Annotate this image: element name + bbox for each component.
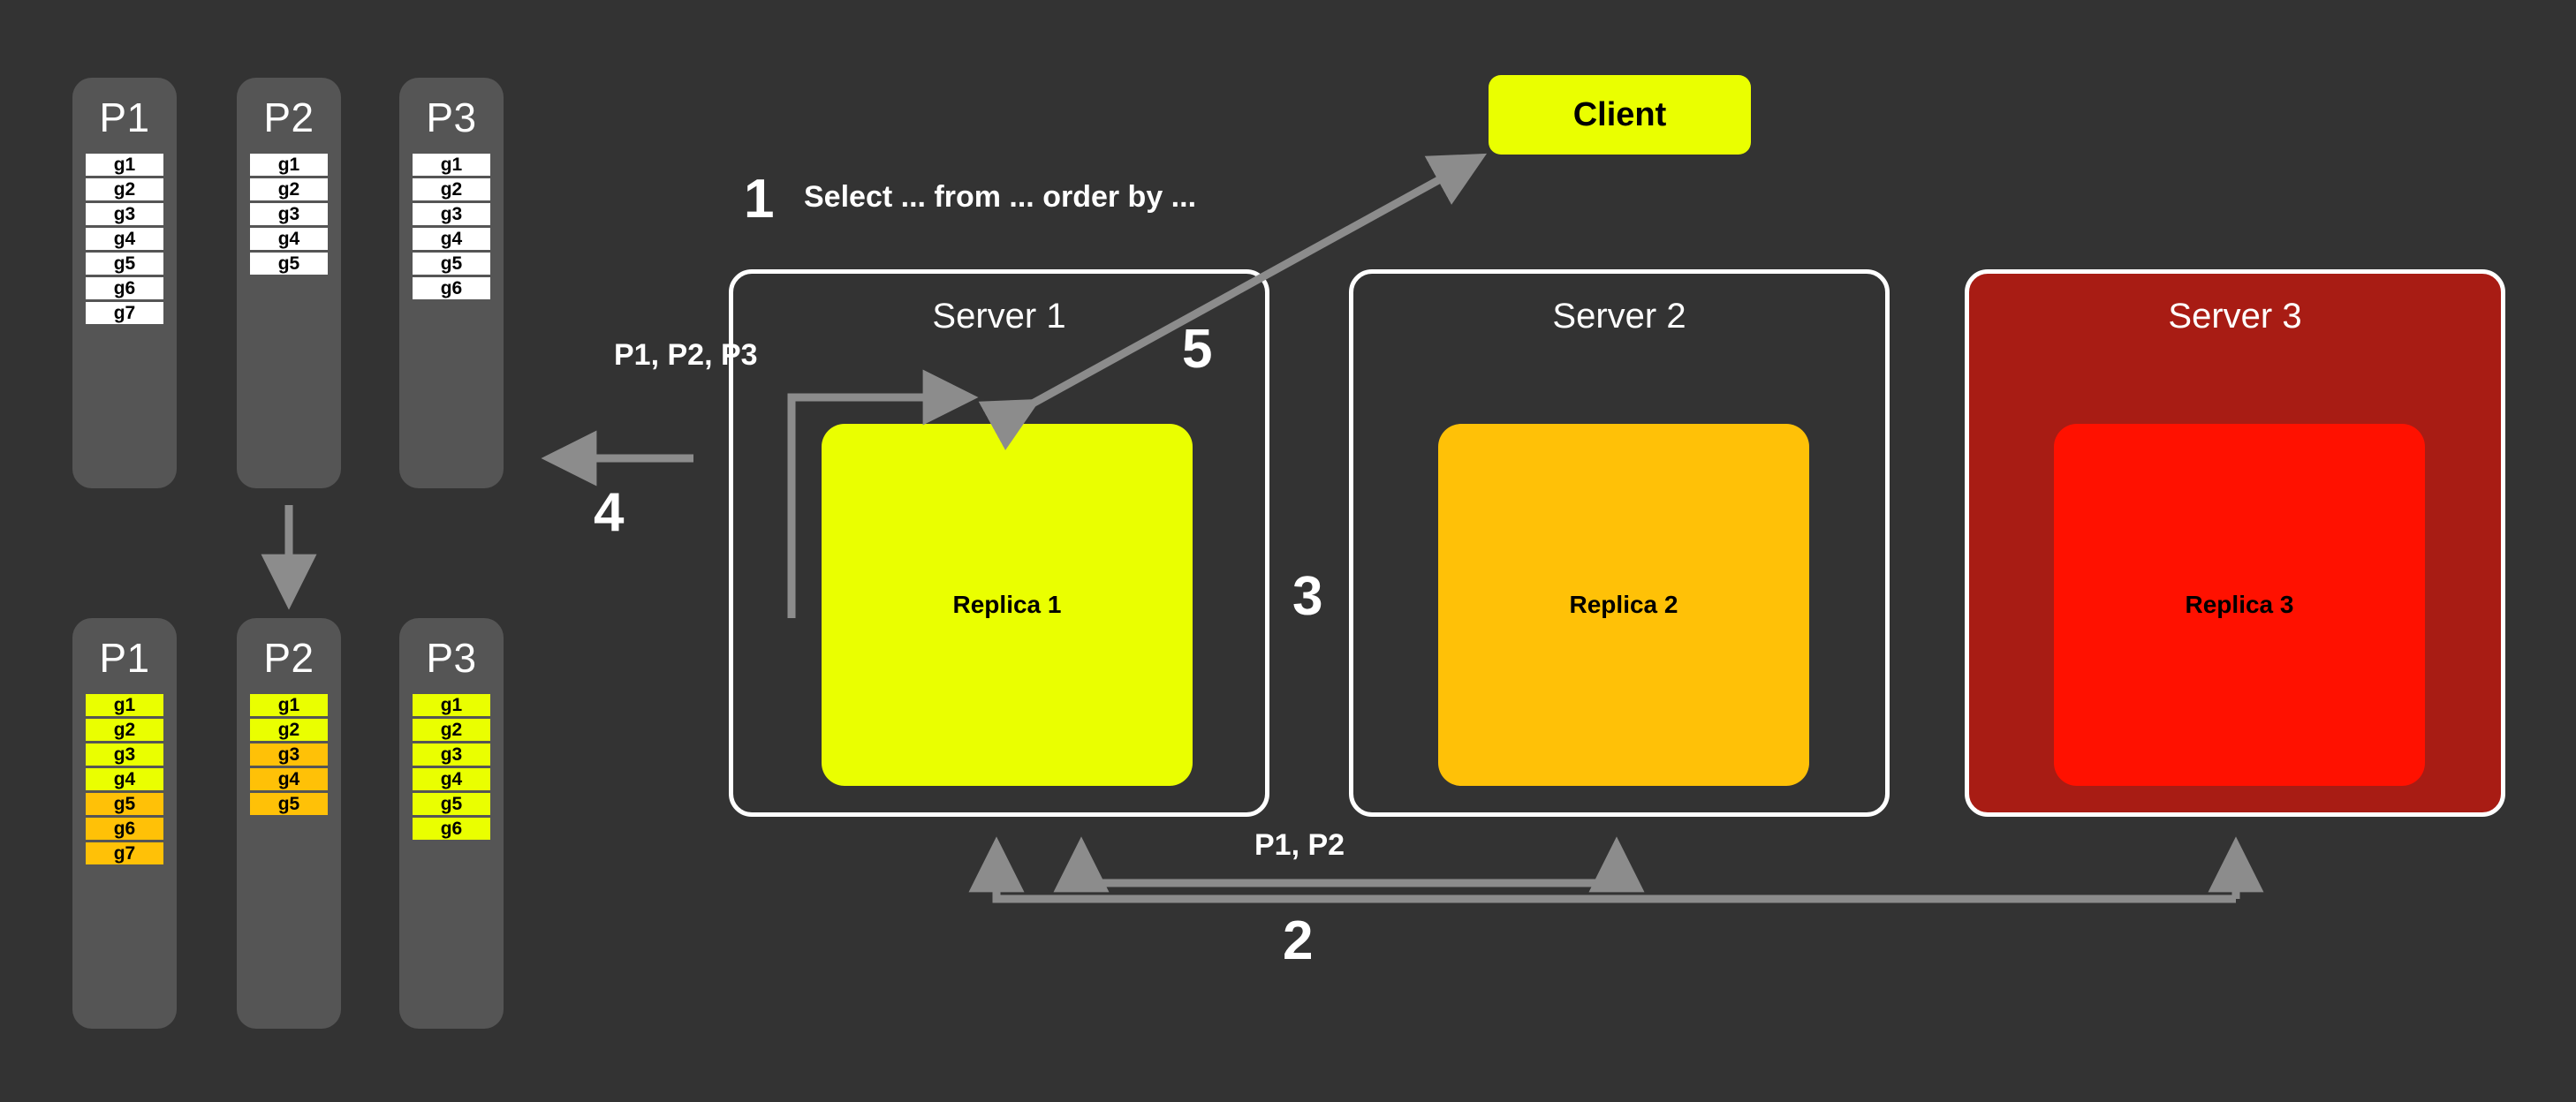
query-text: Select ... from ... order by ... xyxy=(804,180,1197,214)
client-label: Client xyxy=(1572,95,1667,133)
arrow-step-2-server3-to-server1 xyxy=(968,836,2236,903)
partition-cell: g7 xyxy=(86,842,163,864)
replica-2-box[interactable]: Replica 2 xyxy=(1438,424,1809,786)
step-number-4: 4 xyxy=(594,482,625,543)
partition-cell: g2 xyxy=(413,178,490,200)
partitions-bottom-label: P1, P2 xyxy=(1254,828,1345,862)
step-number-2: 2 xyxy=(1283,910,1314,971)
partition-cell: g1 xyxy=(250,694,328,716)
replica-3-label: Replica 3 xyxy=(2185,591,2294,618)
server-3-title: Server 3 xyxy=(2168,297,2302,336)
partition-cell: g2 xyxy=(250,178,328,200)
step-number-3: 3 xyxy=(1292,566,1323,627)
partition-cell: g4 xyxy=(86,228,163,250)
client-box[interactable]: Client xyxy=(1489,75,1751,155)
step-number-1: 1 xyxy=(744,169,775,230)
partition-cell: g6 xyxy=(413,277,490,299)
partition-title: P3 xyxy=(426,94,477,140)
partition-cell: g5 xyxy=(86,793,163,815)
partitions-to-server1-label: P1, P2, P3 xyxy=(614,338,758,372)
partition-cell: g6 xyxy=(86,818,163,840)
partition-cell: g2 xyxy=(86,719,163,741)
partition-cell: g3 xyxy=(250,203,328,225)
partition-cell: g4 xyxy=(86,768,163,790)
partition-title: P1 xyxy=(99,94,150,140)
server-2-title: Server 2 xyxy=(1552,297,1686,336)
partition-cell: g2 xyxy=(250,719,328,741)
partition-cell: g1 xyxy=(86,694,163,716)
replica-1-box[interactable]: Replica 1 xyxy=(822,424,1193,786)
partition-cell: g2 xyxy=(413,719,490,741)
partition-cell: g5 xyxy=(250,253,328,275)
partition-title: P3 xyxy=(426,635,477,681)
partition-cell: g3 xyxy=(86,743,163,766)
partition-cell: g4 xyxy=(250,768,328,790)
step-number-5: 5 xyxy=(1182,319,1213,380)
partition-cell: g3 xyxy=(413,203,490,225)
partition-cell: g2 xyxy=(86,178,163,200)
partition-cell: g5 xyxy=(413,793,490,815)
replica-3-box[interactable]: Replica 3 xyxy=(2054,424,2425,786)
replica-1-label: Replica 1 xyxy=(952,591,1062,618)
partition-cell: g4 xyxy=(250,228,328,250)
partition-cell: g3 xyxy=(413,743,490,766)
partition-cell: g5 xyxy=(250,793,328,815)
partition-cell: g6 xyxy=(413,818,490,840)
partition-cell: g1 xyxy=(413,154,490,176)
partition-cell: g5 xyxy=(86,253,163,275)
partition-title: P2 xyxy=(263,94,314,140)
partition-cell: g4 xyxy=(413,228,490,250)
partition-cell: g3 xyxy=(86,203,163,225)
partition-cell: g1 xyxy=(86,154,163,176)
arrow-step-2-server2-to-server1 xyxy=(1053,836,1617,893)
partition-cell: g3 xyxy=(250,743,328,766)
partition-title: P1 xyxy=(99,635,150,681)
partition-cell: g5 xyxy=(413,253,490,275)
server-3-container[interactable]: Server 3 Replica 3 xyxy=(1965,269,2505,817)
partition-cell: g7 xyxy=(86,302,163,324)
partition-cell: g4 xyxy=(413,768,490,790)
replica-2-label: Replica 2 xyxy=(1569,591,1678,618)
partition-title: P2 xyxy=(263,635,314,681)
partition-cell: g1 xyxy=(413,694,490,716)
partition-cell: g1 xyxy=(250,154,328,176)
server-2-container[interactable]: Server 2 Replica 2 xyxy=(1349,269,1890,817)
partition-cell: g6 xyxy=(86,277,163,299)
